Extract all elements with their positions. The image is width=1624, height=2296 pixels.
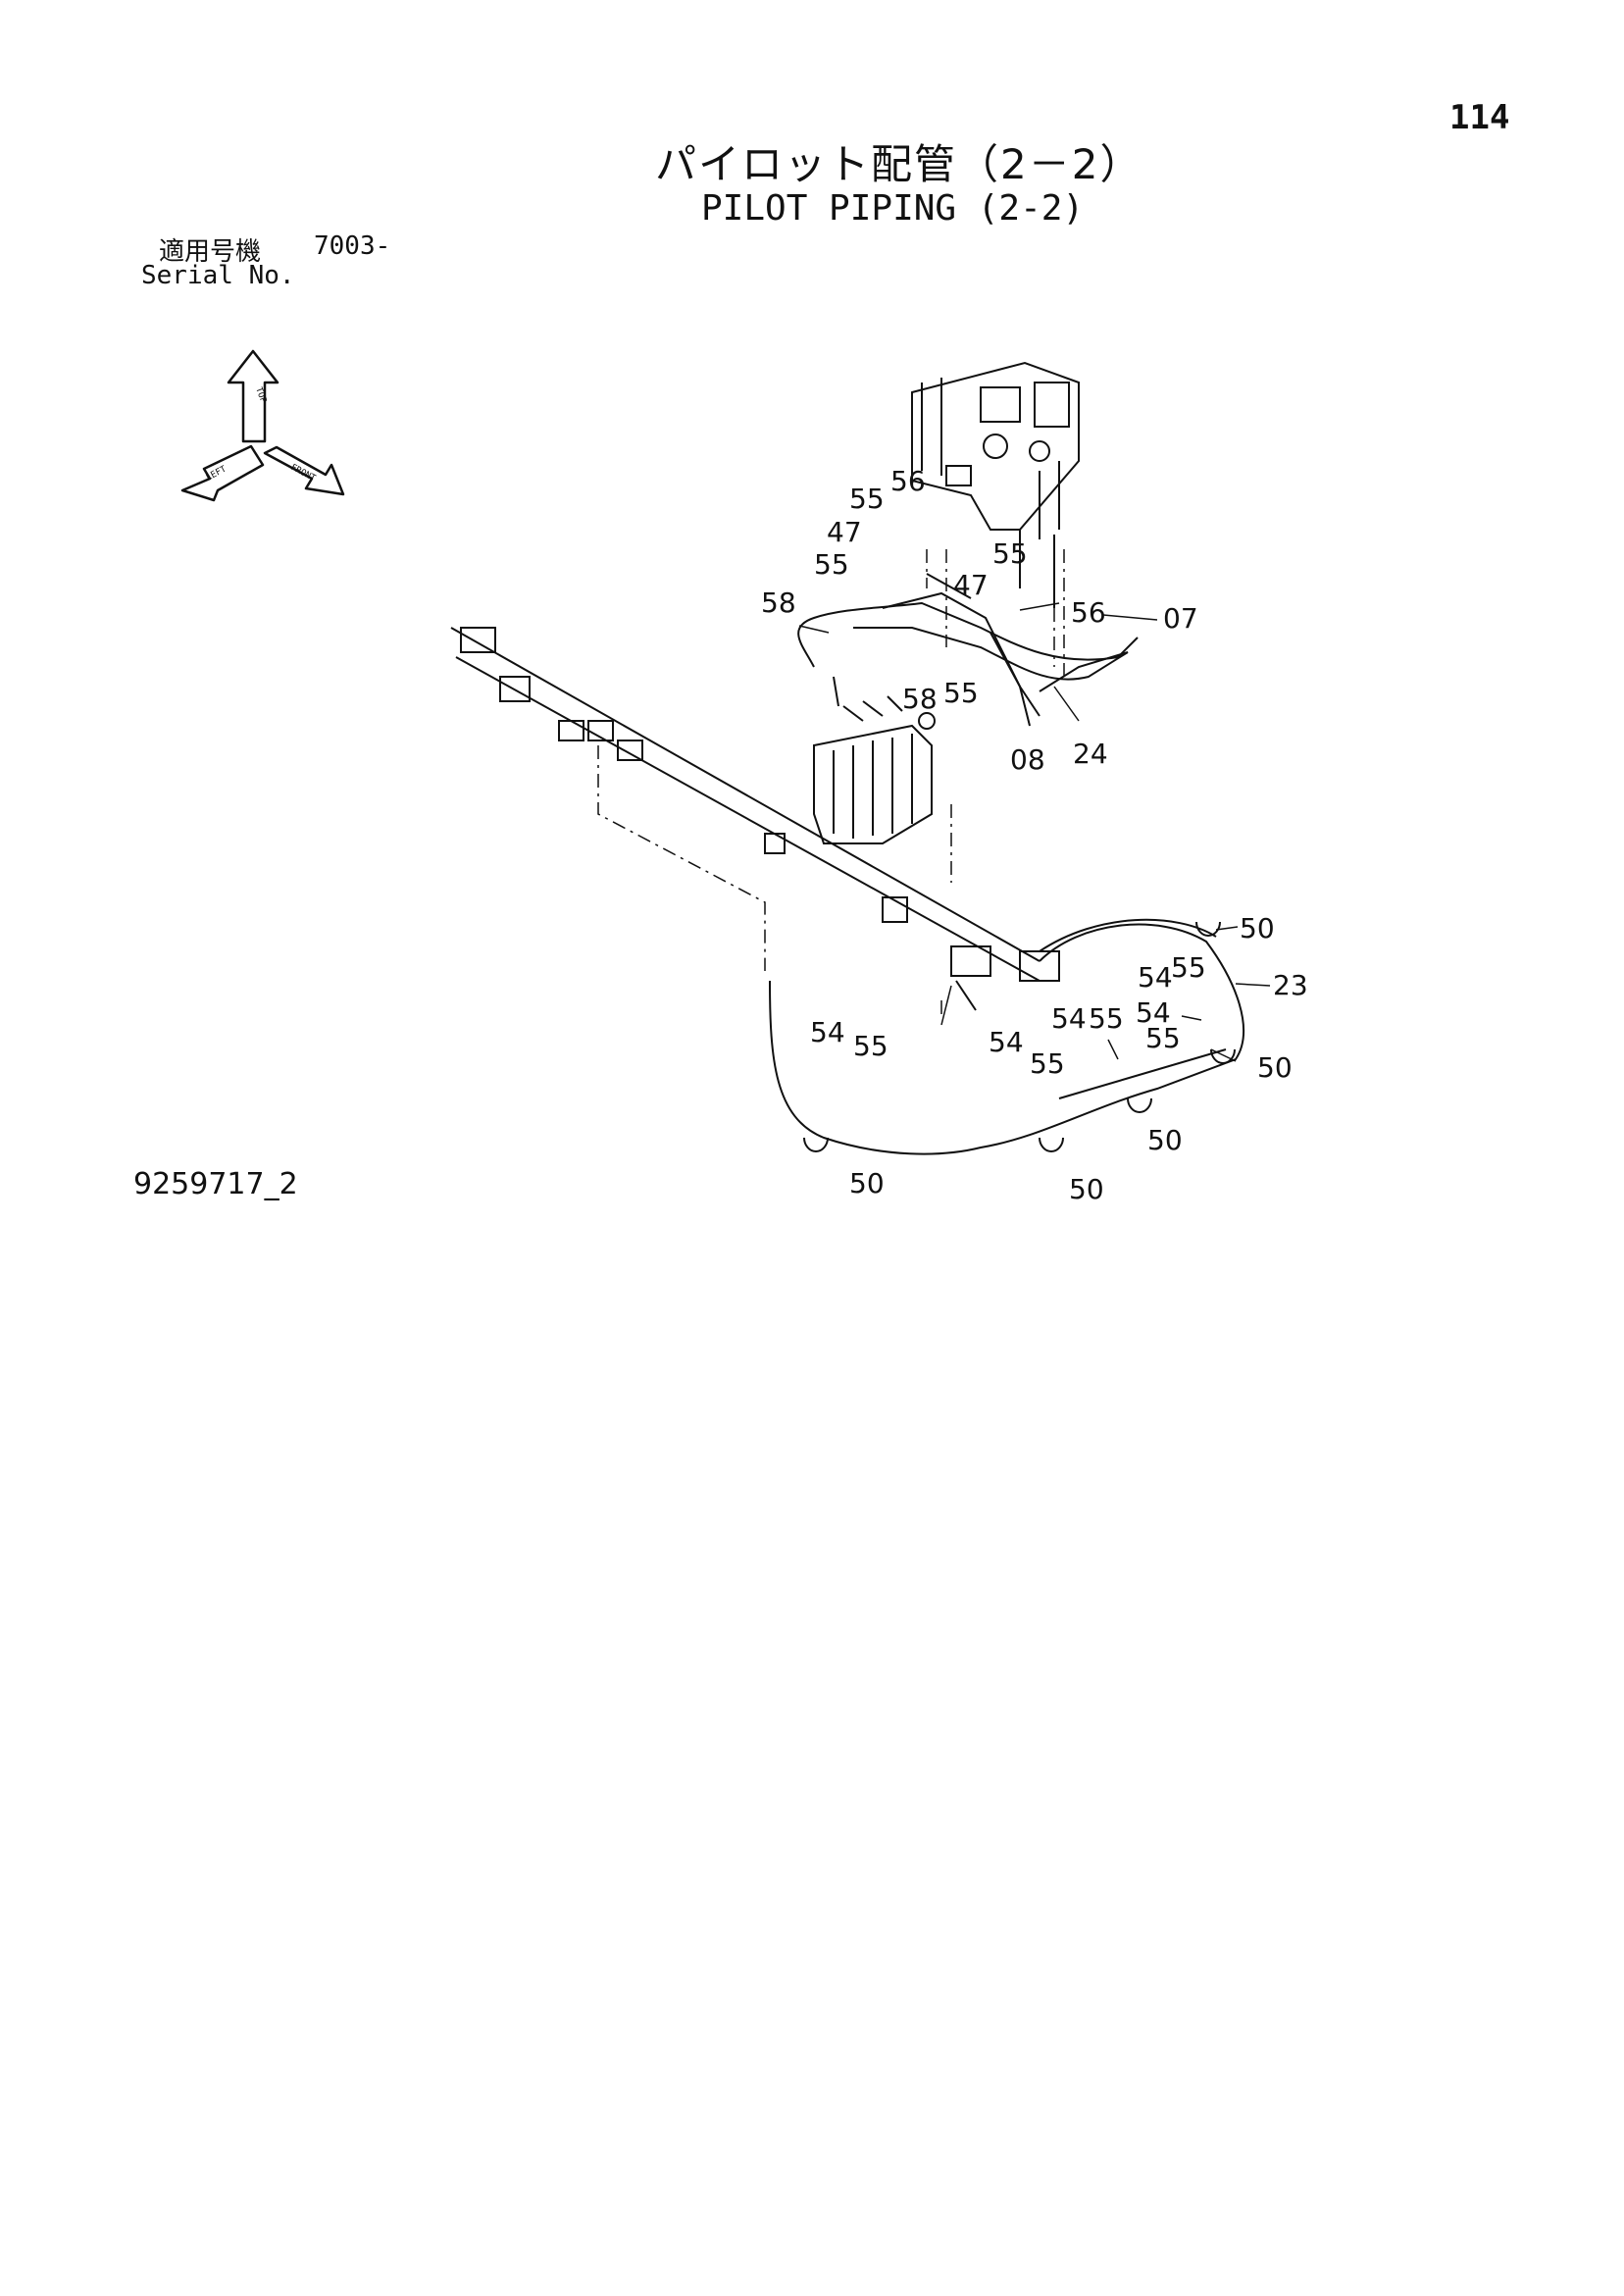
callout-label: 08 [1010,743,1045,776]
callout-label: 23 [1273,969,1308,1001]
callout-label: 55 [992,537,1028,570]
callout-label: 24 [1073,738,1108,770]
orientation-arrows-icon: TOP LEFT FRONT [180,349,345,502]
callout-label: 55 [1030,1047,1065,1080]
callout-label: 50 [1240,912,1275,944]
pilot-piping-diagram: 55 56 47 55 55 47 58 56 07 58 55 08 24 5… [450,361,1308,1205]
long-pipe-assembly [450,627,1060,1011]
serial-label-japanese: 適用号機 [159,237,262,267]
callout-label: 56 [890,465,926,497]
callout-label: 50 [849,1167,885,1199]
callout-label: 55 [814,548,849,581]
lower-control-valve [813,695,936,844]
callout-label: 55 [943,677,979,709]
callout-label: 54 [1138,961,1173,994]
callout-label: 54 [1051,1002,1087,1035]
callout-label: 55 [1145,1022,1181,1054]
callout-label: 58 [761,587,796,619]
callout-label: 47 [953,569,989,601]
callout-label: 50 [1257,1051,1293,1084]
callout-label: 54 [1136,996,1171,1029]
lower-looped-hose [769,918,1244,1155]
serial-code: 7003- [314,231,391,261]
upper-control-valve [911,361,1080,608]
callout-label: 58 [902,683,938,715]
serial-label-english: Serial No. [141,261,295,290]
callout-label: 55 [853,1030,888,1062]
drawing-number: 9259717_2 [133,1167,298,1201]
callout-label: 47 [827,516,862,548]
callout-label: 54 [810,1016,845,1048]
callout-label: 54 [989,1026,1024,1058]
callout-label: 55 [1171,951,1206,984]
callout-label: 56 [1071,596,1106,629]
callout-label: 07 [1163,602,1198,635]
page-title-english: PILOT PIPING (2-2) [701,188,1085,229]
callout-label: 50 [1069,1173,1104,1205]
callout-label: 55 [1089,1002,1124,1035]
callout-label: 55 [849,483,885,515]
page-number: 114 [1449,98,1510,137]
page-title-japanese: パイロット配管（2－2） [655,140,1143,188]
callout-label: 50 [1147,1124,1183,1156]
